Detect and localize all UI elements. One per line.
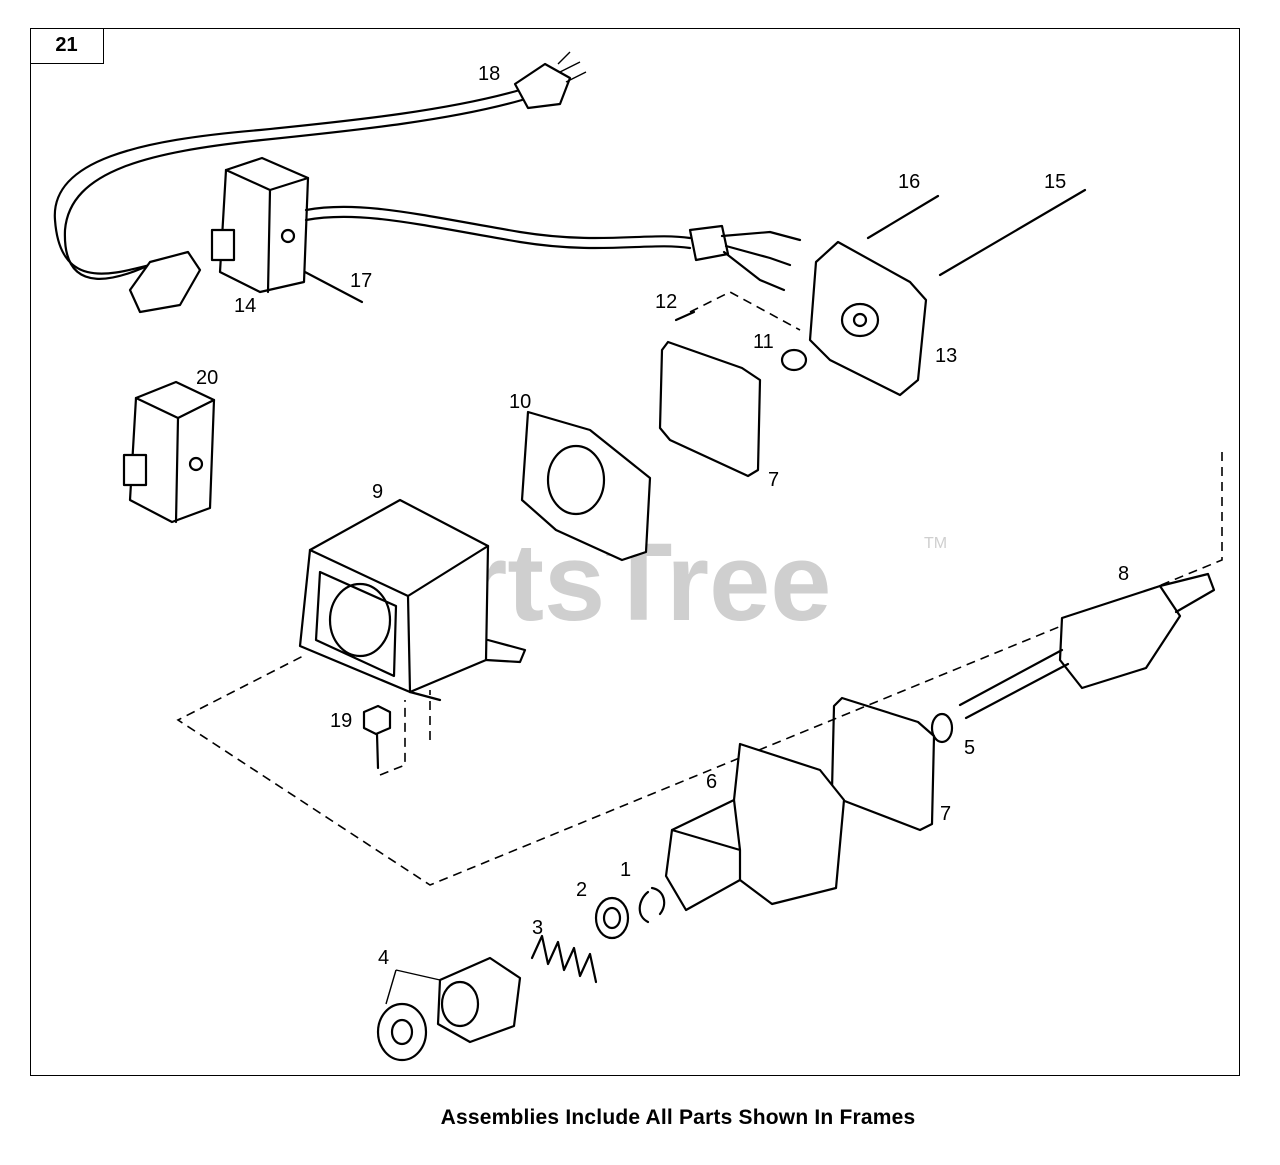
part-10-brush-plate bbox=[520, 410, 652, 562]
callout-11: 11 bbox=[753, 331, 774, 353]
part-6-drive-housing bbox=[664, 742, 846, 912]
part-12-screw bbox=[674, 310, 696, 322]
callout-2: 2 bbox=[576, 879, 587, 901]
callout-17: 17 bbox=[350, 270, 372, 292]
exploded-parts-diagram: PartsTree TM bbox=[53, 51, 1223, 1062]
part-5-washer bbox=[930, 712, 954, 744]
callout-8: 8 bbox=[1118, 563, 1129, 585]
part-20-switch-box bbox=[122, 380, 216, 524]
callout-20: 20 bbox=[196, 367, 218, 389]
part-16-bolt bbox=[866, 194, 940, 240]
callout-19: 19 bbox=[330, 710, 352, 732]
callout-1: 1 bbox=[620, 859, 631, 881]
callout-4: 4 bbox=[378, 947, 389, 969]
callout-7-upper: 7 bbox=[768, 469, 779, 491]
callout-5: 5 bbox=[964, 737, 975, 759]
dashed-leader bbox=[379, 700, 406, 776]
part-8-armature bbox=[958, 572, 1216, 720]
figure-number: 21 bbox=[30, 28, 104, 64]
callout-18: 18 bbox=[478, 63, 500, 85]
part-9-motor-housing bbox=[298, 498, 527, 702]
callout-14: 14 bbox=[234, 295, 256, 317]
callout-9: 9 bbox=[372, 481, 383, 503]
part-cord-connector bbox=[128, 250, 202, 314]
callout-6: 6 bbox=[706, 771, 717, 793]
watermark-trademark: TM bbox=[924, 535, 947, 552]
diagram-frame bbox=[30, 28, 1240, 1076]
part-13-end-cap bbox=[808, 240, 928, 397]
callout-12: 12 bbox=[655, 291, 677, 313]
part-14-switch-box bbox=[210, 156, 802, 294]
part-18-power-cord-plug bbox=[53, 51, 587, 280]
callout-15: 15 bbox=[1044, 171, 1066, 193]
callout-10: 10 bbox=[509, 391, 531, 413]
callout-7-lower: 7 bbox=[940, 803, 951, 825]
part-7-gasket-upper bbox=[658, 340, 762, 478]
callout-13: 13 bbox=[935, 345, 957, 367]
assembly-frame-line bbox=[176, 452, 1223, 886]
part-3-spring bbox=[530, 934, 598, 984]
diagram-caption: Assemblies Include All Parts Shown In Fr… bbox=[440, 1106, 916, 1129]
dashed-leader bbox=[689, 291, 801, 331]
part-7-gasket-lower bbox=[830, 696, 936, 832]
part-4-drive-pinion bbox=[376, 956, 522, 1062]
part-19-bolt bbox=[362, 704, 392, 770]
part-15-bolt bbox=[938, 188, 1087, 277]
part-17-screw bbox=[303, 270, 364, 304]
callout-3: 3 bbox=[532, 917, 543, 939]
part-2-stop-collar bbox=[594, 896, 630, 940]
callout-16: 16 bbox=[898, 171, 920, 193]
part-11-washer bbox=[780, 348, 808, 372]
part-1-retaining-ring bbox=[638, 886, 666, 924]
